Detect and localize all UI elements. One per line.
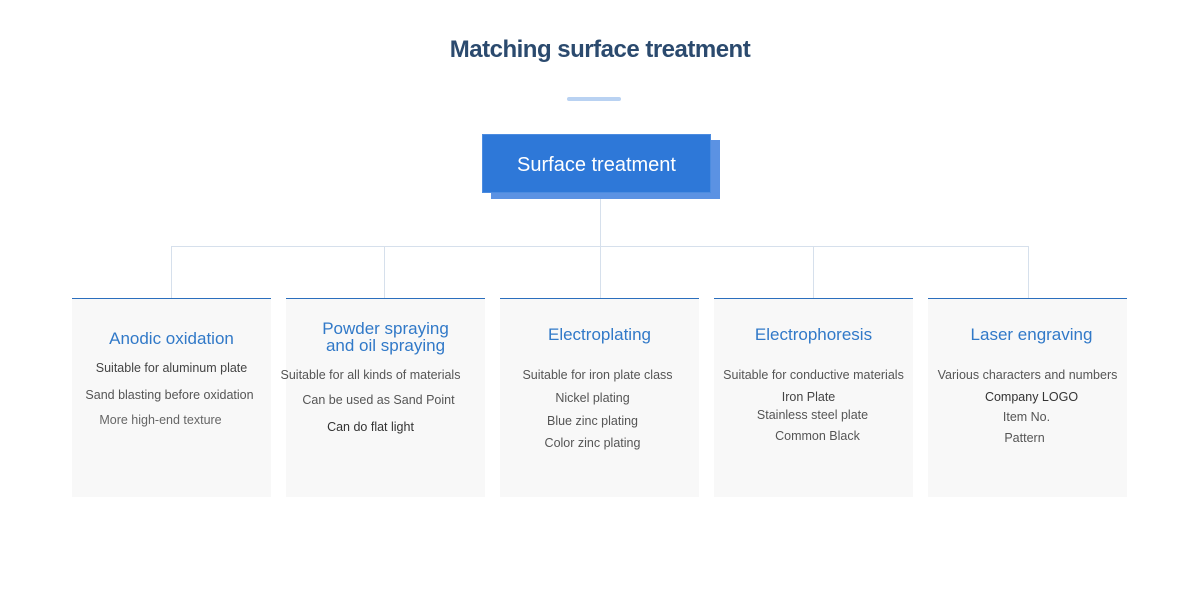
list-item: Suitable for aluminum plate: [95, 361, 248, 375]
category-items: Suitable for all kinds of materials Can …: [281, 368, 485, 435]
list-item: Suitable for all kinds of materials: [280, 368, 461, 382]
list-item: Sand blasting before oxidation: [85, 388, 254, 402]
list-item: Iron Plate: [781, 390, 836, 404]
page-title: Matching surface treatment: [449, 36, 751, 63]
connector-branch-3: [600, 246, 601, 298]
category-card-electrophoresis: Electrophoresis Suitable for conductive …: [714, 298, 913, 497]
connector-branch-4: [813, 246, 814, 298]
category-items: Suitable for conductive materials Iron P…: [714, 368, 913, 444]
list-item: Suitable for conductive materials: [723, 368, 904, 382]
connector-branch-1: [171, 246, 172, 298]
category-title: Anodic oxidation: [109, 329, 234, 348]
list-item: Color zinc plating: [544, 436, 641, 450]
connector-branch-2: [384, 246, 385, 298]
list-item: Blue zinc plating: [546, 414, 639, 428]
category-card-powder-spraying: Powder spraying and oil spraying Suitabl…: [281, 298, 485, 497]
list-item: Various characters and numbers: [937, 368, 1118, 382]
category-card-anodic-oxidation: Anodic oxidation Suitable for aluminum p…: [72, 298, 271, 497]
list-item: Stainless steel plate: [756, 408, 869, 422]
category-card-electroplating: Electroplating Suitable for iron plate c…: [500, 298, 699, 497]
list-item: Can be used as Sand Point: [302, 393, 455, 407]
list-item: Pattern: [1004, 431, 1045, 445]
category-title: Powder spraying and oil spraying: [322, 319, 449, 355]
list-item: More high-end texture: [99, 413, 222, 427]
connector-branch-5: [1028, 246, 1029, 298]
category-items: Suitable for aluminum plate Sand blastin…: [72, 361, 271, 428]
category-items: Various characters and numbers Company L…: [928, 368, 1127, 446]
list-item: Nickel plating: [555, 391, 630, 405]
list-item: Common Black: [775, 429, 860, 443]
category-title: Laser engraving: [970, 325, 1093, 344]
connector-root-stem: [600, 199, 601, 246]
list-item: Company LOGO: [984, 390, 1079, 404]
category-items: Suitable for iron plate class Nickel pla…: [500, 368, 699, 451]
category-title: Electrophoresis: [754, 325, 873, 344]
category-title: Electroplating: [547, 325, 651, 344]
list-item: Item No.: [1002, 410, 1051, 424]
list-item: Can do flat light: [327, 420, 414, 434]
title-underline: [567, 97, 621, 101]
list-item: Suitable for iron plate class: [522, 368, 673, 382]
category-card-laser-engraving: Laser engraving Various characters and n…: [928, 298, 1127, 497]
root-node: Surface treatment: [482, 134, 711, 193]
